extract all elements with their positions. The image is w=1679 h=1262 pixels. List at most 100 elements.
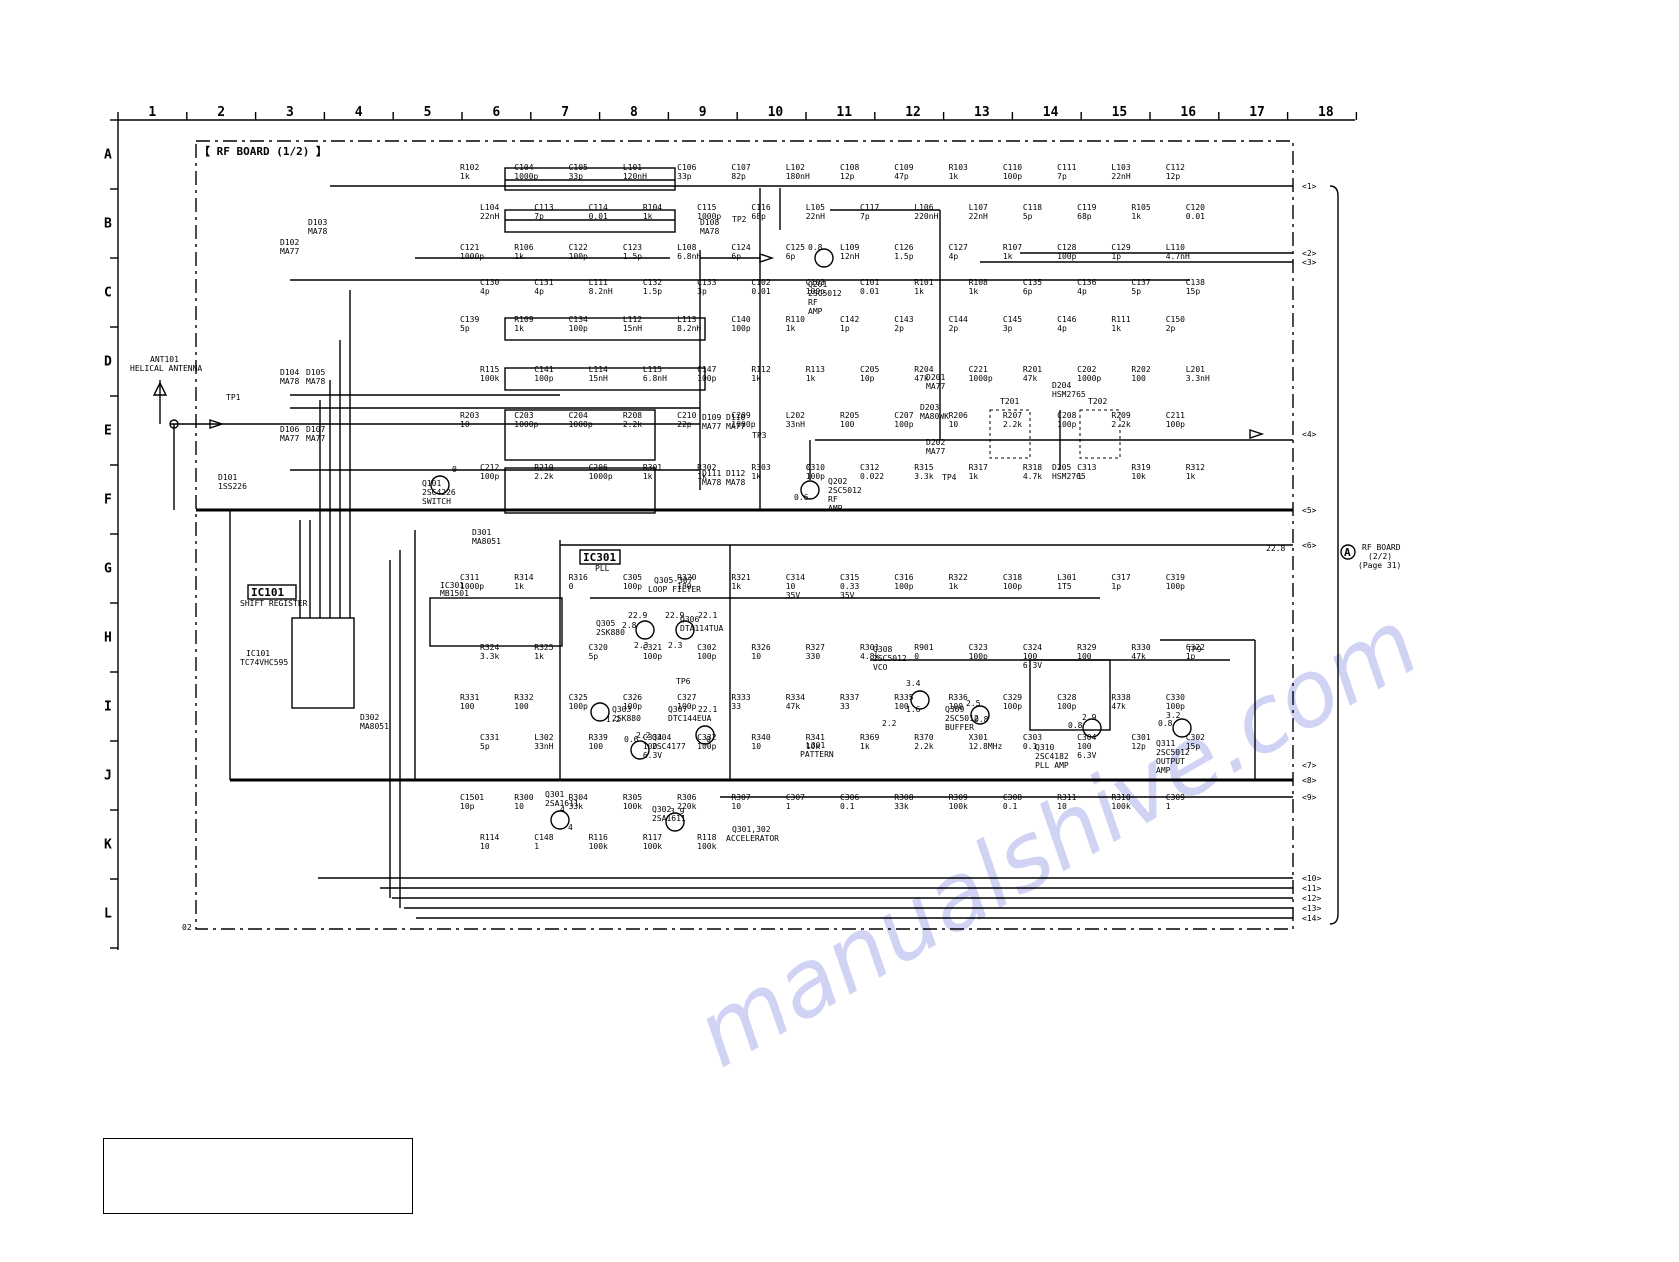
voltage-label: 1.6 bbox=[906, 705, 921, 714]
voltage-label: 0 bbox=[706, 735, 711, 744]
col-label: 3 bbox=[286, 105, 294, 120]
transformer-label: T201 bbox=[1000, 397, 1019, 406]
col-label: 17 bbox=[1249, 105, 1265, 120]
row-label: L bbox=[104, 907, 112, 922]
col-label: 1 bbox=[148, 105, 156, 120]
voltage-label: 0.6 bbox=[794, 493, 809, 502]
voltage-label: 2.3 bbox=[634, 641, 649, 650]
voltage-label: 22.9 bbox=[628, 611, 647, 620]
row-label: B bbox=[104, 217, 112, 232]
row-label: G bbox=[104, 562, 112, 577]
voltage-label: 0 bbox=[452, 465, 457, 474]
col-label: 18 bbox=[1318, 105, 1334, 120]
test-point-label: TP9 bbox=[1187, 645, 1202, 654]
col-label: 8 bbox=[630, 105, 638, 120]
connector-bracket bbox=[1329, 185, 1339, 925]
ic101-part: IC101 bbox=[246, 649, 270, 658]
row-label: E bbox=[104, 424, 112, 439]
row-label: C bbox=[104, 286, 112, 301]
connector-pin: <13> bbox=[1302, 904, 1321, 913]
connector-pin: <3> bbox=[1302, 258, 1317, 267]
test-point-label: TP1 bbox=[226, 393, 241, 402]
connector-target-letter: A bbox=[1344, 546, 1351, 559]
col-label: 9 bbox=[699, 105, 707, 120]
voltage-label: 0.6 bbox=[624, 735, 639, 744]
voltage-label: 0.8 bbox=[808, 243, 823, 252]
corner-code: 02 bbox=[182, 923, 192, 932]
row-label: F bbox=[104, 493, 112, 508]
voltage-label: 2.9 bbox=[1082, 713, 1097, 722]
col-label: 5 bbox=[424, 105, 432, 120]
